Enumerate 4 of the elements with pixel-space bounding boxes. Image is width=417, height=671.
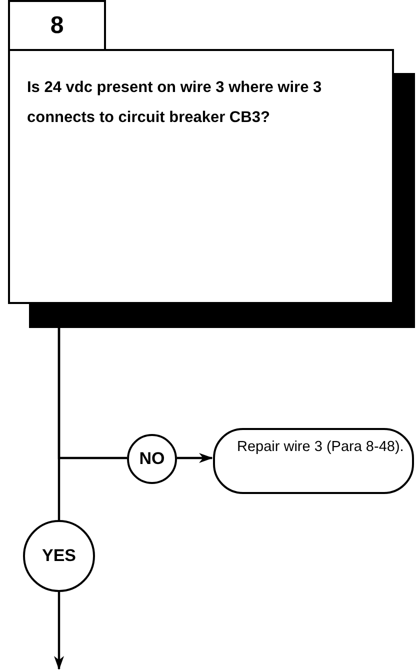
arrow [54,592,64,670]
arrow [177,453,213,463]
action-terminal: Repair wire 3 (Para 8-48). [213,428,414,494]
step-number-box: 8 [8,0,106,51]
